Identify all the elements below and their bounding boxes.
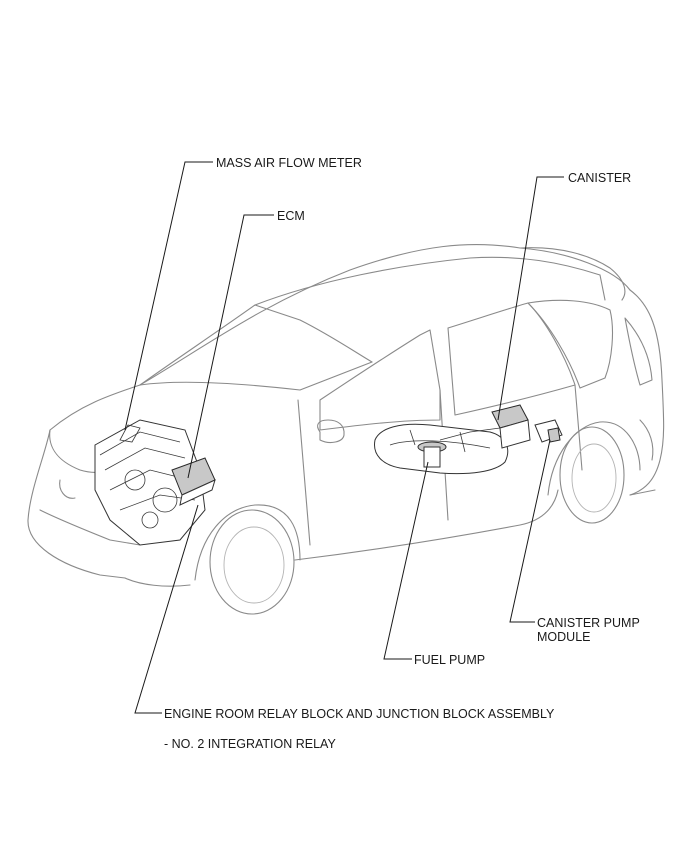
label-canister-pump-module: CANISTER PUMP MODULE bbox=[537, 616, 667, 644]
ecm-component bbox=[171, 457, 216, 506]
leader-canister bbox=[497, 176, 564, 421]
canister-component bbox=[491, 404, 531, 449]
leader-fuel-pump bbox=[383, 461, 429, 660]
label-ecm: ECM bbox=[277, 209, 305, 223]
leader-canister-pump-module bbox=[509, 439, 551, 623]
label-mass-air-flow-meter: MASS AIR FLOW METER bbox=[216, 156, 362, 170]
label-canister: CANISTER bbox=[568, 171, 632, 185]
label-engine-room-relay-block: ENGINE ROOM RELAY BLOCK AND JUNCTION BLO… bbox=[164, 707, 555, 721]
leader-lines bbox=[124, 161, 564, 714]
leader-mass-air-flow-meter bbox=[124, 161, 213, 431]
canister-pump-module-component bbox=[534, 419, 563, 443]
leader-ecm bbox=[187, 214, 274, 479]
label-fuel-pump: FUEL PUMP bbox=[414, 653, 486, 667]
engine-assembly bbox=[94, 419, 206, 546]
label-canister-pump-module-line2: MODULE bbox=[537, 630, 591, 644]
leader-engine-room-relay-block bbox=[134, 504, 199, 714]
label-integration-relay: - NO. 2 INTEGRATION RELAY bbox=[164, 737, 336, 751]
label-canister-pump-module-line1: CANISTER PUMP bbox=[537, 616, 640, 630]
